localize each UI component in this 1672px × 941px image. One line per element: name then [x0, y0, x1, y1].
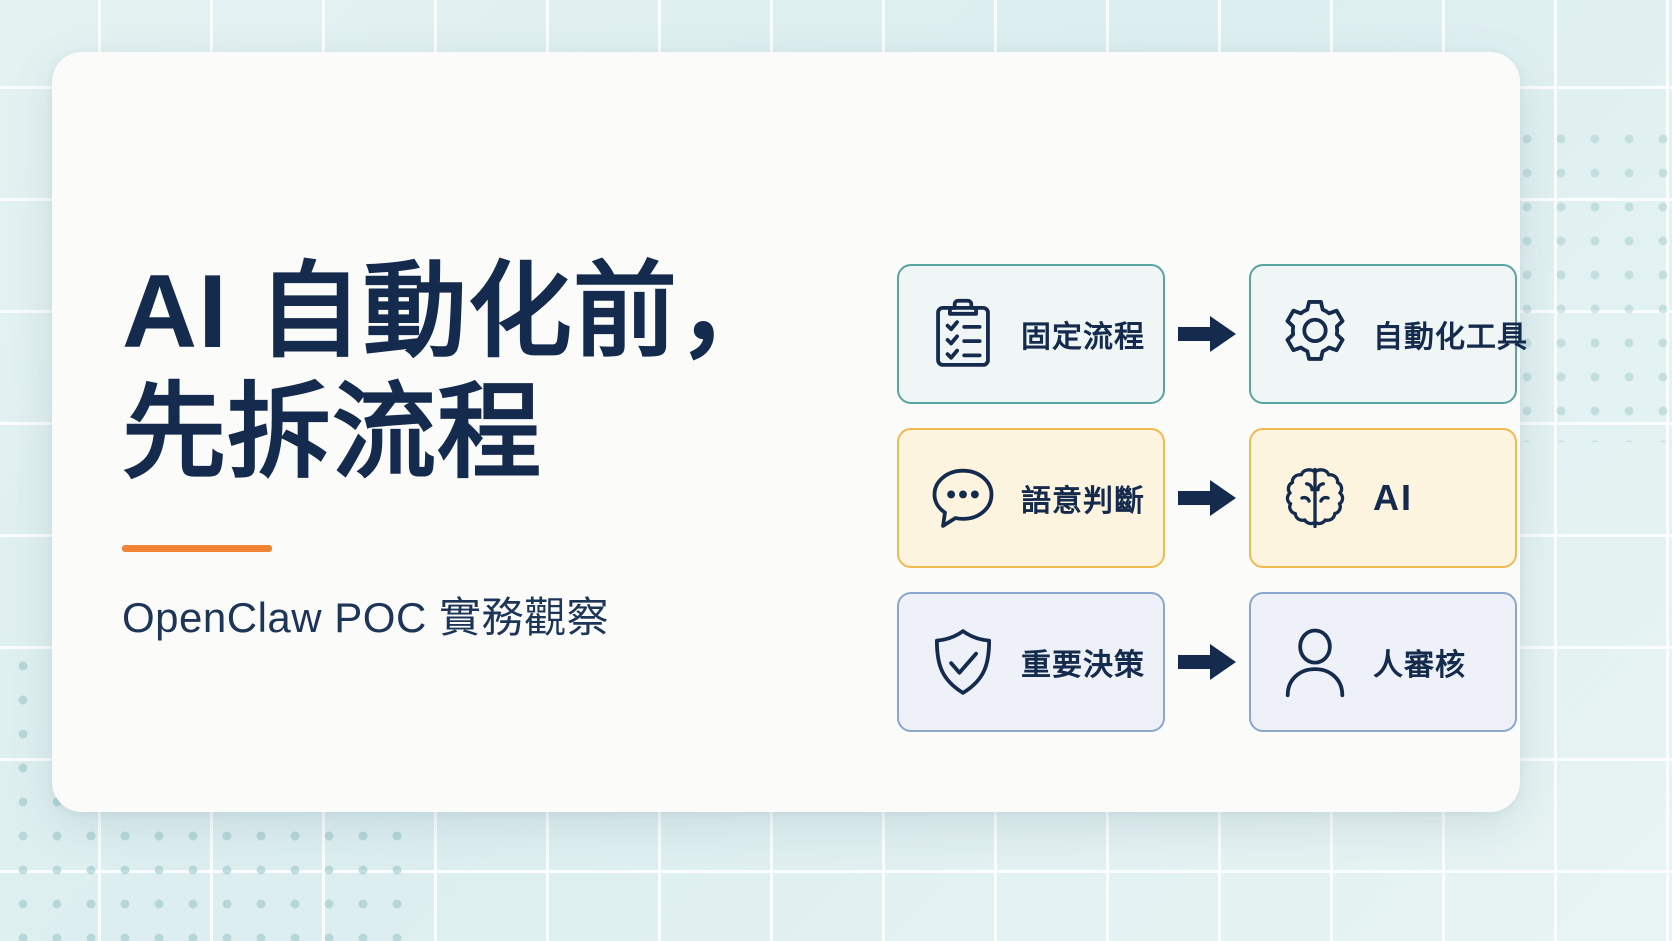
- flow-target-label: AI: [1373, 477, 1413, 518]
- subtitle: OpenClaw POC 實務觀察: [122, 594, 609, 642]
- person-icon: [1277, 624, 1353, 700]
- flow-source-label: 固定流程: [1021, 321, 1145, 354]
- shield-check-icon: [925, 624, 1001, 700]
- arrow-right-icon: [1178, 480, 1236, 516]
- headline-line-1: AI 自動化前，: [122, 254, 783, 370]
- flow-arrow: [1165, 476, 1249, 520]
- flow-arrow: [1165, 640, 1249, 684]
- clipboard-checklist-icon: [925, 296, 1001, 372]
- flow-row: 重要決策 人審核: [897, 592, 1517, 732]
- flow-target-card[interactable]: 人審核: [1249, 592, 1517, 732]
- brain-icon: [1277, 460, 1353, 536]
- flow-target-card[interactable]: 自動化工具: [1249, 264, 1527, 404]
- flow-row: 固定流程 自動化工具: [897, 264, 1527, 404]
- gear-icon: [1277, 296, 1353, 372]
- flow-target-label: 人審核: [1373, 649, 1466, 682]
- slide-card: AI 自動化前， 先拆流程 OpenClaw POC 實務觀察 固定流程: [52, 52, 1527, 812]
- arrow-right-icon: [1178, 644, 1236, 680]
- flow-source-card[interactable]: 語意判斷: [897, 428, 1165, 568]
- arrow-right-icon: [1178, 316, 1236, 352]
- flow-source-label: 語意判斷: [1021, 485, 1145, 518]
- headline-line-2: 先拆流程: [122, 374, 543, 491]
- flow-source-label: 重要決策: [1021, 649, 1145, 682]
- accent-bar: [122, 545, 272, 553]
- flow-target-card[interactable]: AI: [1249, 428, 1517, 568]
- flow-row: 語意判斷: [897, 428, 1517, 568]
- flow-source-card[interactable]: 重要決策: [897, 592, 1165, 732]
- flow-source-card[interactable]: 固定流程: [897, 264, 1165, 404]
- flow-diagram: 固定流程 自動化工具: [897, 264, 1527, 732]
- flow-target-label: 自動化工具: [1373, 321, 1528, 354]
- flow-arrow: [1165, 312, 1249, 356]
- speech-bubble-dots-icon: [925, 460, 1001, 536]
- headline-block: AI 自動化前， 先拆流程 OpenClaw POC 實務觀察: [122, 252, 822, 645]
